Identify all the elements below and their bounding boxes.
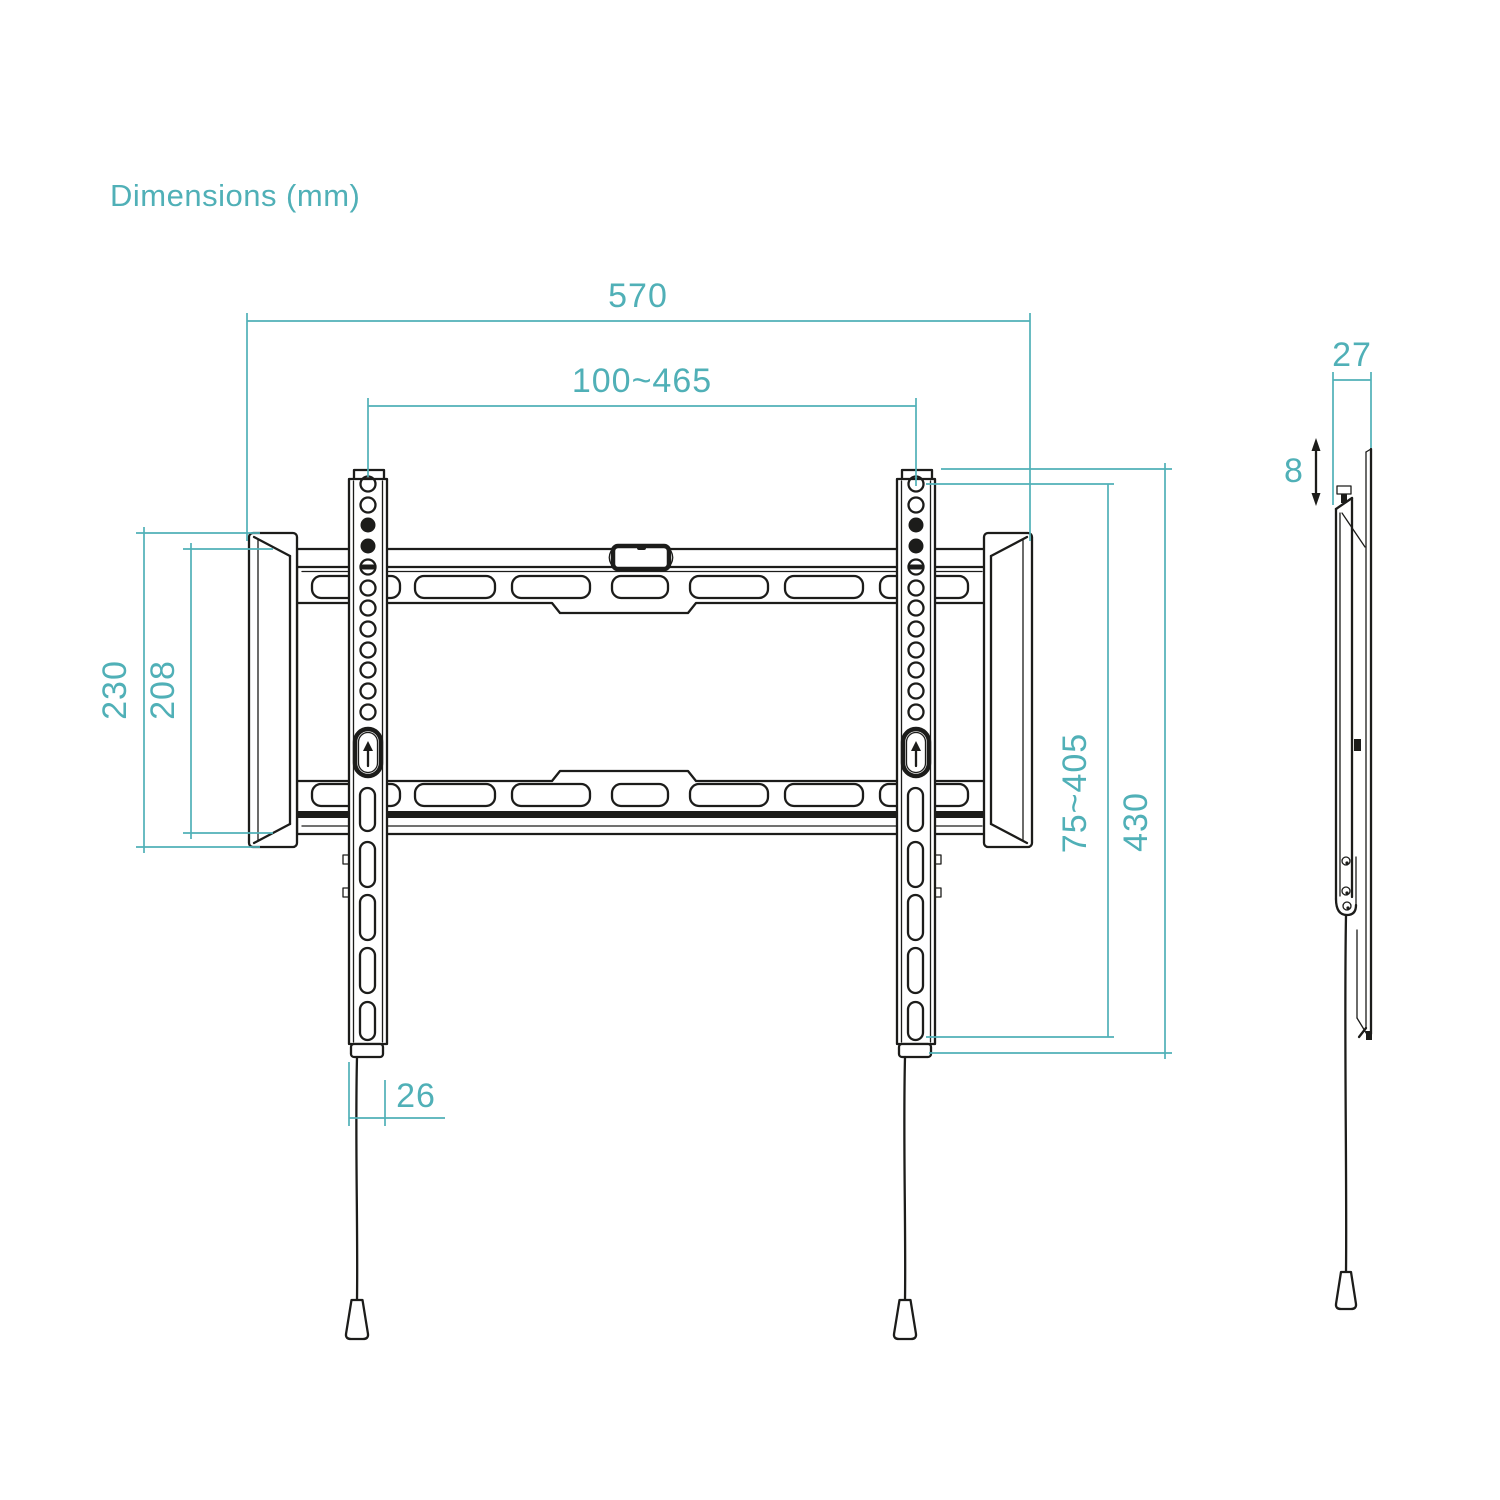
up-arrow-icon	[911, 741, 921, 751]
plate-top-slot-row	[310, 574, 970, 600]
left-end-cap	[247, 531, 299, 849]
dim-label-hook-lift: 8	[1284, 452, 1304, 490]
right-cord-pull-tip	[892, 1298, 918, 1341]
plate-bottom-band	[297, 811, 986, 818]
page-title: Dimensions (mm)	[110, 178, 360, 213]
left-pull-cord	[344, 1055, 370, 1341]
left-rail-holes	[359, 475, 377, 721]
left-rail-slots	[358, 786, 377, 1042]
left-rail	[342, 468, 389, 1059]
right-lock-button	[900, 726, 932, 779]
front-view	[247, 468, 1034, 1341]
left-cord-pull-tip	[344, 1298, 370, 1341]
side-pull-cord	[1334, 913, 1358, 1311]
left-lock-button	[352, 726, 384, 779]
adjust-screw-head	[1336, 485, 1352, 495]
dim-plate-height: 208	[144, 543, 273, 839]
dim-endcap-height: 230	[96, 527, 260, 853]
hook-lift-arrow	[1311, 438, 1321, 506]
side-lock-button	[1354, 739, 1361, 751]
dim-label-plate-height: 208	[144, 660, 182, 720]
dim-label-depth: 27	[1332, 336, 1372, 374]
right-rail	[895, 468, 942, 1059]
dim-label-vesa-width: 100~465	[572, 362, 712, 400]
dim-label-overall-width: 570	[608, 277, 668, 315]
right-rail-holes	[907, 475, 925, 721]
dim-vesa-width: 100~465	[367, 362, 917, 486]
side-view	[1311, 438, 1373, 1311]
right-rail-slots	[906, 786, 925, 1042]
dimension-annotations: 570 100~465 230 208 75~405	[96, 277, 1372, 1126]
dim-label-endcap-height: 230	[96, 660, 134, 720]
dim-hook-lift: 8	[1284, 452, 1304, 490]
side-wall-plate	[1356, 447, 1373, 1040]
dim-bracket-width: 26	[348, 1062, 445, 1126]
right-pull-cord	[892, 1055, 918, 1341]
dim-label-vesa-height: 75~405	[1056, 733, 1094, 853]
side-cord-pull-tip	[1334, 1270, 1358, 1311]
dim-label-bracket-height: 430	[1117, 792, 1155, 852]
right-end-cap	[982, 531, 1034, 849]
dim-overall-width: 570	[246, 277, 1031, 541]
dim-bracket-height: 430	[929, 463, 1172, 1059]
dim-label-bracket-width: 26	[396, 1077, 436, 1115]
up-arrow-icon	[363, 741, 373, 751]
dim-depth: 27	[1332, 336, 1372, 505]
dim-vesa-height: 75~405	[926, 483, 1114, 1038]
wall-plate	[295, 547, 988, 836]
side-rail-profile	[1334, 485, 1366, 917]
top-clip	[608, 543, 674, 572]
